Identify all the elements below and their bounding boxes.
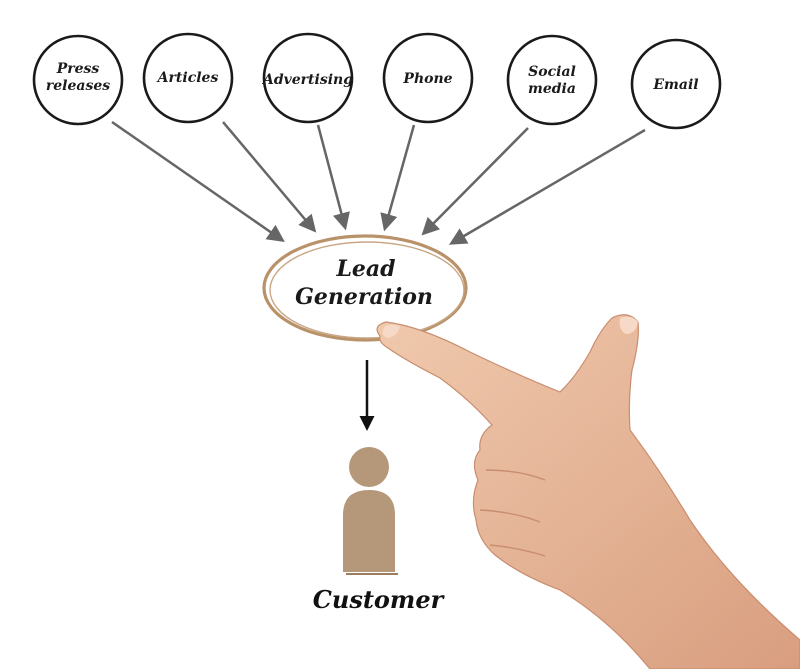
- customer-label: Customer: [313, 585, 446, 614]
- arrow-email: [448, 128, 646, 245]
- center-ellipse: [262, 234, 468, 342]
- customer-figure-icon: [343, 447, 398, 575]
- node-label-line-1: Press: [56, 61, 100, 77]
- finger-crease-2: [479, 509, 541, 523]
- node-label: Articles: [156, 70, 219, 86]
- source-node-articles: Articles: [142, 32, 234, 124]
- source-node-email: Email: [630, 38, 722, 130]
- node-circle: [262, 32, 354, 124]
- pointing-hand-image: [376, 314, 800, 669]
- node-circle: [32, 34, 124, 126]
- node-circle: [630, 38, 722, 130]
- node-circle: [506, 34, 598, 126]
- figure-body: [343, 490, 395, 572]
- source-node-press-releases: Press releases: [32, 34, 124, 126]
- node-circle: [382, 32, 474, 124]
- arrow-social-media: [421, 127, 529, 236]
- finger-crease-1: [485, 469, 546, 481]
- source-node-advertising: Advertising: [261, 32, 354, 124]
- center-ellipse-inner: [269, 241, 465, 339]
- node-circle: [142, 32, 234, 124]
- node-label: Phone: [402, 71, 452, 87]
- fingernail: [382, 324, 400, 338]
- center-node-lead-generation: Lead Generation: [262, 234, 468, 342]
- center-label-line-1: Lead: [335, 256, 395, 282]
- center-label-line-2: Generation: [295, 284, 433, 310]
- node-label-line-2: releases: [46, 78, 110, 94]
- arrow-advertising: [316, 124, 350, 231]
- figure-head: [349, 447, 389, 487]
- node-label: Advertising: [261, 72, 353, 88]
- thumbnail: [619, 316, 638, 334]
- finger-crease-3: [489, 544, 546, 557]
- arrow-articles: [222, 121, 317, 233]
- node-label: Email: [652, 77, 698, 93]
- node-label-line-1: Social: [528, 64, 576, 80]
- hand-shape: [376, 314, 800, 669]
- source-node-social-media: Social media: [506, 34, 598, 126]
- source-arrows: [111, 120, 646, 245]
- source-node-phone: Phone: [382, 32, 474, 124]
- arrow-phone: [380, 124, 416, 232]
- node-label-line-2: media: [528, 81, 576, 97]
- arrow-press-releases: [111, 120, 285, 242]
